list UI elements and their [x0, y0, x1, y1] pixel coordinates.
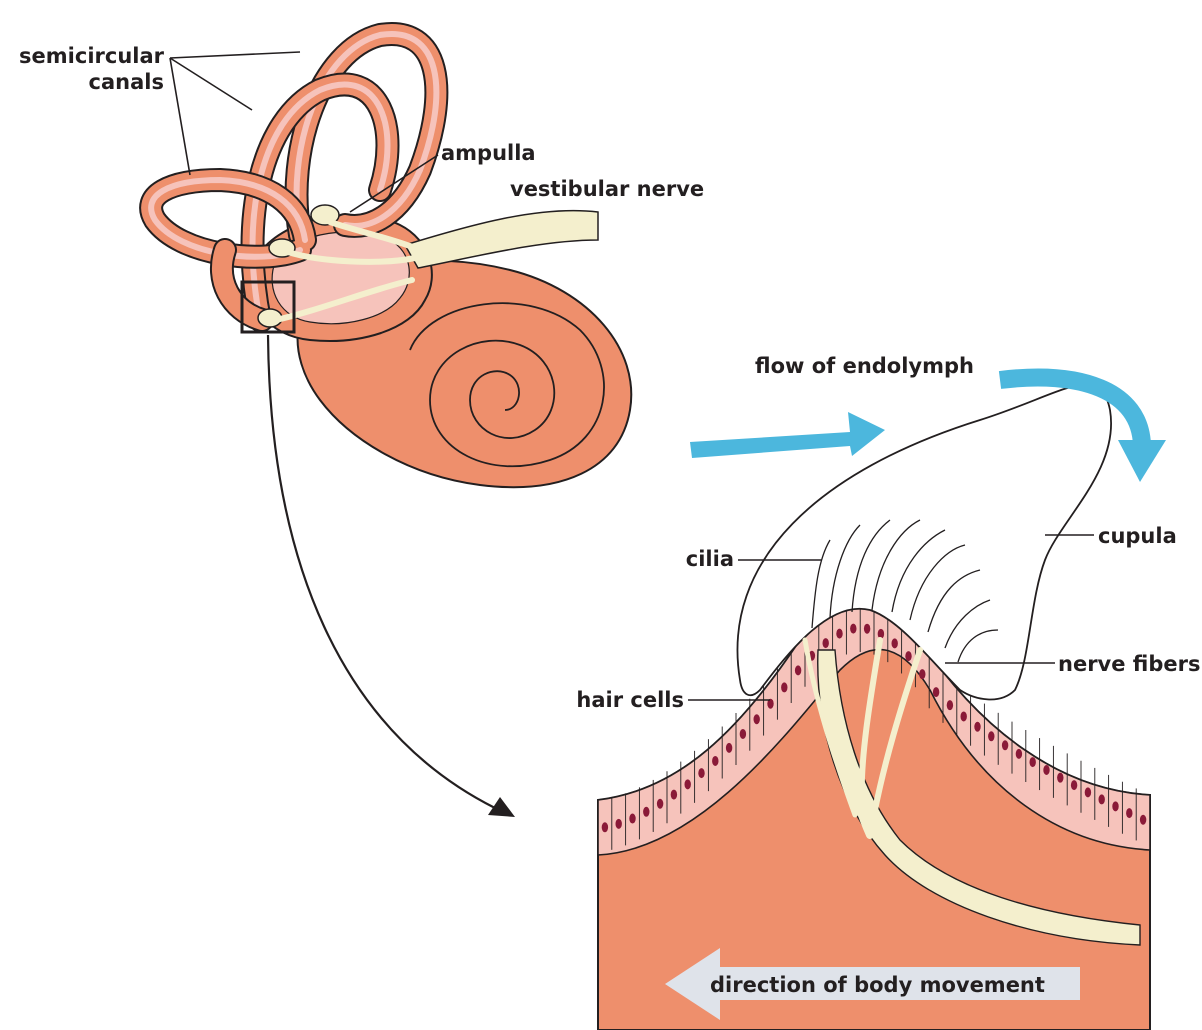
cell-nucleus [781, 682, 787, 692]
cell-nucleus [726, 743, 732, 753]
cell-nucleus [657, 799, 663, 809]
cell-nucleus [1030, 757, 1036, 767]
cell-nucleus [643, 807, 649, 817]
cell-nucleus [905, 651, 911, 661]
label-flow-of-endolymph: flow of endolymph [755, 354, 974, 378]
cell-nucleus [1112, 801, 1118, 811]
cell-nucleus [988, 731, 994, 741]
label-vestibular-nerve: vestibular nerve [510, 177, 704, 201]
label-ampulla: ampulla [441, 141, 536, 165]
cell-nucleus [823, 638, 829, 648]
label-cilia: cilia [686, 547, 734, 571]
inner-ear-overview [151, 34, 631, 817]
label-direction-of-body-movement: direction of body movement [710, 973, 1045, 997]
cell-nucleus [1057, 773, 1063, 783]
label-hair-cells: hair cells [576, 688, 684, 712]
cell-nucleus [974, 722, 980, 732]
cell-nucleus [685, 779, 691, 789]
cell-nucleus [1016, 749, 1022, 759]
cell-nucleus [754, 714, 760, 724]
cell-nucleus [1085, 787, 1091, 797]
cell-nucleus [1126, 808, 1132, 818]
cell-nucleus [1002, 740, 1008, 750]
cell-nucleus [1140, 815, 1146, 825]
label-nerve-fibers: nerve fibers [1058, 652, 1201, 676]
flow-arrow-left [690, 412, 885, 458]
cell-nucleus [698, 768, 704, 778]
cell-nucleus [850, 624, 856, 634]
cell-nucleus [740, 729, 746, 739]
cell-nucleus [919, 669, 925, 679]
cell-nucleus [836, 629, 842, 639]
cell-nucleus [1099, 794, 1105, 804]
cell-nucleus [1043, 765, 1049, 775]
cell-nucleus [947, 700, 953, 710]
label-semicircular-line2: canals [89, 70, 164, 94]
cell-nucleus [616, 819, 622, 829]
cell-nucleus [629, 814, 635, 824]
cell-nucleus [933, 687, 939, 697]
cell-nucleus [1071, 780, 1077, 790]
cell-nucleus [864, 624, 870, 634]
cell-nucleus [961, 711, 967, 721]
cell-nucleus [892, 638, 898, 648]
label-cupula: cupula [1098, 524, 1177, 548]
cell-nucleus [712, 756, 718, 766]
label-semicircular-line1: semicircular [19, 44, 165, 68]
cell-nucleus [671, 790, 677, 800]
cell-nucleus [795, 665, 801, 675]
cell-nucleus [602, 822, 608, 832]
